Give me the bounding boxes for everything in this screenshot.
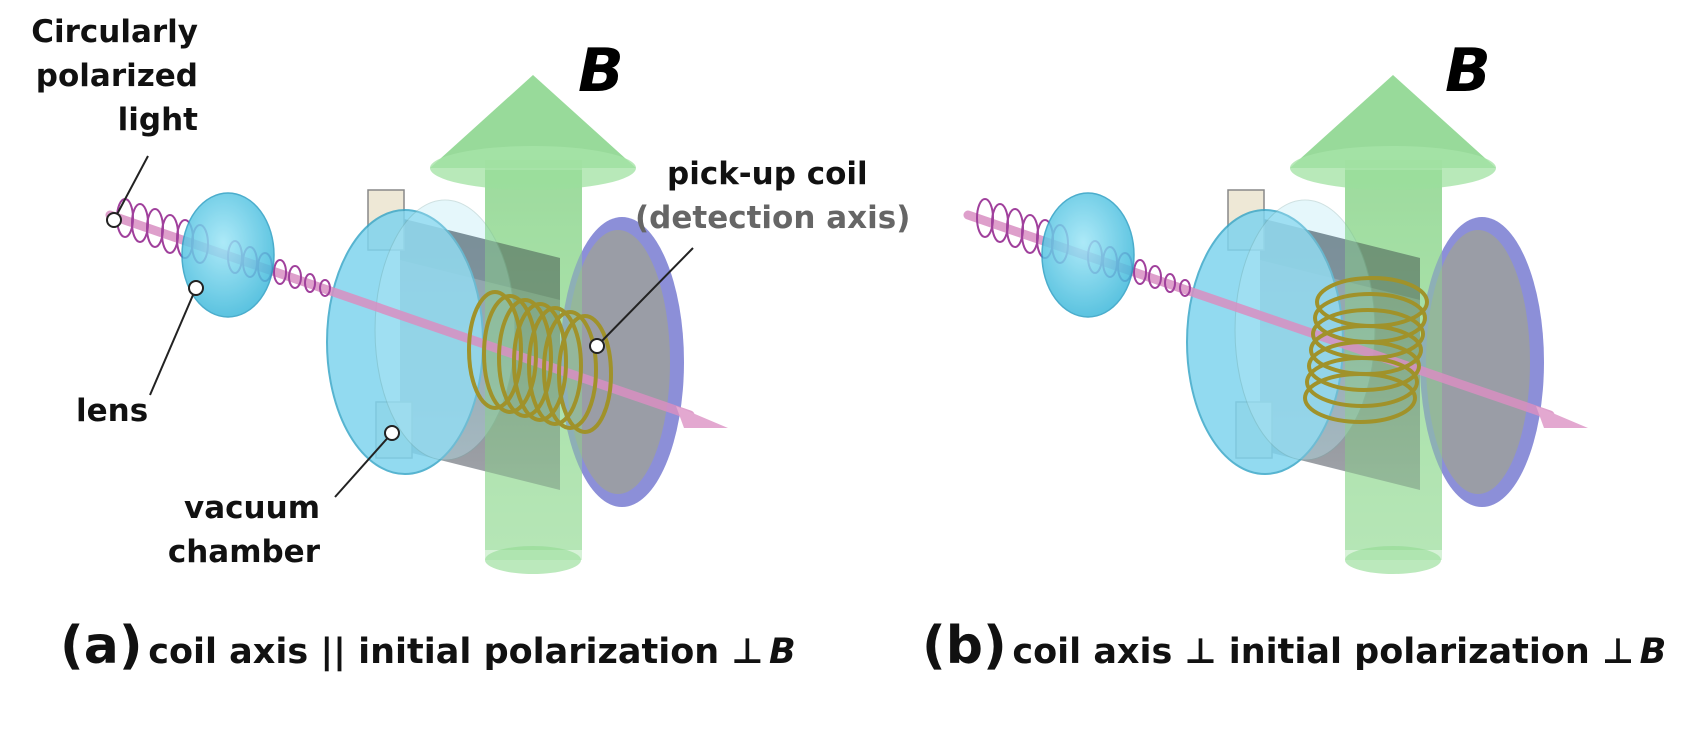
caption-b: (b) coil axis ⊥ initial polarization ⊥ B bbox=[922, 616, 1666, 676]
caption-a-b: B bbox=[768, 632, 796, 672]
caption-b-tag: (b) bbox=[922, 616, 1007, 676]
pickup-coil bbox=[467, 290, 613, 434]
light-label-line3: light bbox=[117, 102, 198, 138]
pickup-coil bbox=[1303, 276, 1429, 424]
coil-sublabel: (detection axis) bbox=[635, 200, 911, 236]
lens-element bbox=[1041, 192, 1135, 318]
field-label-b: B bbox=[1445, 36, 1491, 106]
caption-b-b: B bbox=[1639, 632, 1667, 672]
panel-a bbox=[105, 75, 728, 574]
chamber-label-line2: chamber bbox=[167, 534, 320, 570]
light-label-line1: Circularly bbox=[31, 14, 198, 50]
caption-a: (a) coil axis || initial polarization ⊥ … bbox=[60, 616, 796, 676]
chamber-label-line1: vacuum bbox=[184, 490, 320, 526]
caption-a-tag: (a) bbox=[60, 616, 143, 676]
panel-b bbox=[963, 75, 1588, 574]
leader-lines bbox=[106, 155, 694, 498]
light-label-line2: polarized bbox=[35, 58, 198, 94]
lens-element bbox=[181, 192, 275, 318]
caption-b-text: coil axis ⊥ initial polarization ⊥ bbox=[1012, 632, 1634, 672]
field-label-b: B bbox=[578, 36, 624, 106]
coil-label: pick-up coil bbox=[667, 156, 868, 192]
lens-label: lens bbox=[76, 393, 149, 429]
caption-a-text: coil axis || initial polarization ⊥ bbox=[148, 632, 764, 672]
